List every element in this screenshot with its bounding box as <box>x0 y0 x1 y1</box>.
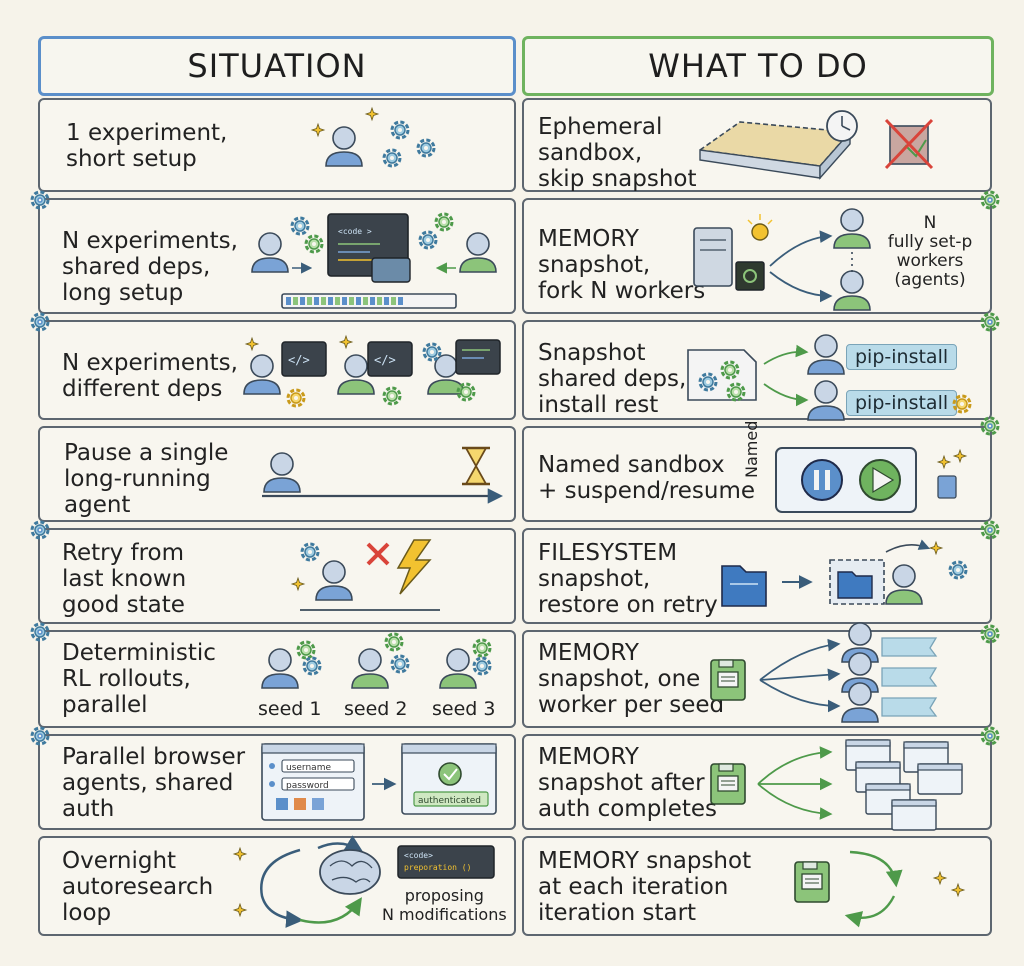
seed-3-label: seed 3 <box>432 698 496 720</box>
svg-text:</>: </> <box>288 353 310 367</box>
password-field: password <box>286 781 329 791</box>
code-snippet-label: <code > <box>338 227 372 236</box>
row-8-action-cell <box>522 836 992 936</box>
progress-segment <box>328 297 333 305</box>
pip-install-badge-2: pip-install <box>846 390 958 416</box>
username-field: username <box>286 763 331 773</box>
proposing-label: proposing N modifications <box>382 886 507 924</box>
row-1-situation-text: 1 experiment, short setup <box>66 120 228 172</box>
progress-segment <box>307 297 312 305</box>
row-7-action-text: MEMORY snapshot after auth completes <box>538 744 717 822</box>
progress-segment <box>342 297 347 305</box>
row-6-action-text: MEMORY snapshot, one worker per seed <box>538 640 725 718</box>
progress-segment <box>370 297 375 305</box>
seed-1-label: seed 1 <box>258 698 322 720</box>
situation-header: SITUATION <box>38 36 516 96</box>
progress-segment <box>286 297 291 305</box>
row-8-situation-text: Overnight autoresearch loop <box>62 848 214 926</box>
progress-segment <box>398 297 403 305</box>
progress-segment <box>363 297 368 305</box>
progress-bar <box>286 297 403 305</box>
row-2-action-text: MEMORY snapshot, fork N workers <box>538 226 706 304</box>
authenticated-badge: authenticated <box>418 796 481 806</box>
row-5-situation-cell <box>38 528 516 624</box>
row-5-situation-text: Retry from last known good state <box>62 540 187 618</box>
progress-segment <box>349 297 354 305</box>
svg-text:preporation (): preporation () <box>404 863 471 872</box>
progress-segment <box>377 297 382 305</box>
progress-segment <box>300 297 305 305</box>
row-2-situation-text: N experiments, shared deps, long setup <box>62 228 238 306</box>
svg-text:<code>: <code> <box>404 851 433 860</box>
row-4-situation-text: Pause a single long-running agent <box>64 440 229 518</box>
progress-segment <box>335 297 340 305</box>
progress-segment <box>384 297 389 305</box>
progress-segment <box>321 297 326 305</box>
row-4-action-text: Named sandbox + suspend/resume <box>538 452 756 504</box>
row-5-action-text: FILESYSTEM snapshot, restore on retry <box>538 540 718 618</box>
row-7-situation-text: Parallel browser agents, shared auth <box>62 744 246 822</box>
svg-text:</>: </> <box>374 353 396 367</box>
seed-2-label: seed 2 <box>344 698 408 720</box>
progress-segment <box>293 297 298 305</box>
row-8-action-text: MEMORY snapshot at each iteration iterat… <box>538 848 752 926</box>
row-1-action-text: Ephemeral sandbox, skip snapshot <box>538 114 697 192</box>
row-1-situation-cell <box>38 98 516 192</box>
progress-segment <box>391 297 396 305</box>
row-3-action-text: Snapshot shared deps, install rest <box>538 340 687 418</box>
progress-segment <box>356 297 361 305</box>
row-6-situation-text: Deterministic RL rollouts, parallel <box>62 640 216 718</box>
workers-label: N fully set-p workers (agents) <box>887 213 973 290</box>
what-to-do-header: WHAT TO DO <box>522 36 994 96</box>
row-2-action-cell <box>522 198 992 314</box>
pip-install-badge-1: pip-install <box>846 344 958 370</box>
row-3-situation-text: N experiments, different deps <box>62 350 238 402</box>
progress-segment <box>314 297 319 305</box>
